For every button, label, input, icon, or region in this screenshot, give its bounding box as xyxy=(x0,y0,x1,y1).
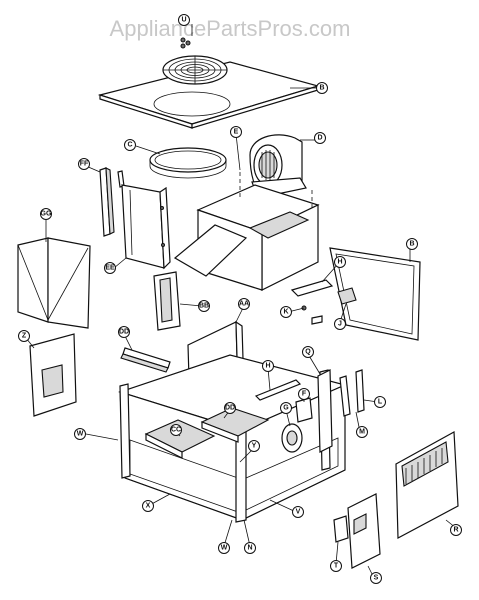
svg-text:B: B xyxy=(409,241,414,248)
svg-text:CC: CC xyxy=(171,427,181,434)
callout-Y: Y xyxy=(248,440,260,452)
support-rail xyxy=(120,347,171,373)
callout-GG: GG xyxy=(40,208,52,220)
callout-DD-left: DD xyxy=(118,326,130,338)
callout-G: G xyxy=(280,402,292,414)
callout-J: J xyxy=(334,318,346,330)
callout-T: T xyxy=(330,560,342,572)
svg-text:BB: BB xyxy=(199,303,209,310)
svg-text:D: D xyxy=(317,135,322,142)
coil-guard xyxy=(17,237,91,329)
svg-text:GG: GG xyxy=(41,211,52,218)
svg-text:H: H xyxy=(265,363,270,370)
callout-K: K xyxy=(280,306,292,318)
callout-R: R xyxy=(450,524,462,536)
svg-text:Z: Z xyxy=(22,333,27,340)
svg-text:FF: FF xyxy=(80,161,89,168)
svg-text:EE: EE xyxy=(105,265,115,272)
callout-B-top: B xyxy=(316,82,328,94)
callout-F: F xyxy=(298,388,310,400)
svg-text:Y: Y xyxy=(252,443,257,450)
grille-fasteners xyxy=(180,37,191,49)
svg-text:W: W xyxy=(77,431,84,438)
mid-bracket xyxy=(254,379,302,401)
svg-text:J: J xyxy=(338,321,342,328)
small-cover xyxy=(333,515,349,543)
callout-Z: Z xyxy=(18,330,30,342)
base-plate-center xyxy=(200,407,270,443)
svg-text:N: N xyxy=(247,545,252,552)
side-post-right xyxy=(317,369,333,453)
svg-text:L: L xyxy=(378,399,383,406)
callout-DD-mid: DD xyxy=(224,402,236,414)
callout-Q: Q xyxy=(302,346,314,358)
callout-H-mid: H xyxy=(262,360,274,372)
callout-E: E xyxy=(230,126,242,138)
svg-text:Q: Q xyxy=(305,349,311,356)
motor-assembly xyxy=(281,397,313,453)
svg-text:T: T xyxy=(334,563,339,570)
svg-text:M: M xyxy=(359,429,365,436)
svg-text:S: S xyxy=(374,575,379,582)
callout-L: L xyxy=(374,396,386,408)
svg-text:E: E xyxy=(234,129,239,136)
svg-text:V: V xyxy=(296,509,301,516)
fan-grille xyxy=(162,55,228,85)
svg-text:W: W xyxy=(221,545,228,552)
callout-S: S xyxy=(370,572,382,584)
svg-text:X: X xyxy=(146,503,151,510)
callout-W-left: W xyxy=(74,428,86,440)
front-louvre-panel xyxy=(395,431,459,539)
side-strips xyxy=(339,369,365,417)
svg-text:G: G xyxy=(283,405,289,412)
callout-FF-top: FF xyxy=(78,158,90,170)
svg-text:DD: DD xyxy=(225,405,235,412)
callout-H-top: H xyxy=(334,256,346,268)
svg-text:K: K xyxy=(283,309,288,316)
blower-deck xyxy=(173,172,320,291)
svg-text:C: C xyxy=(127,142,132,149)
callout-AA: AA xyxy=(238,298,250,310)
upper-brackets xyxy=(290,279,357,325)
svg-text:U: U xyxy=(181,17,186,24)
svg-text:DD: DD xyxy=(119,329,129,336)
watermark-text: AppliancePartsPros.com xyxy=(110,16,351,41)
callout-V: V xyxy=(292,506,304,518)
svg-text:F: F xyxy=(302,391,307,398)
callout-BB: BB xyxy=(198,300,210,312)
svg-text:H: H xyxy=(337,259,342,266)
callout-X: X xyxy=(142,500,154,512)
callout-M: M xyxy=(356,426,368,438)
vertical-brace xyxy=(153,271,181,331)
access-door xyxy=(347,493,381,569)
callout-D: D xyxy=(314,132,326,144)
callout-C: C xyxy=(124,139,136,151)
callout-W-bottom: W xyxy=(218,542,230,554)
callout-U: U xyxy=(178,14,190,26)
orifice-ring xyxy=(149,147,227,179)
top-panel xyxy=(97,61,321,129)
access-panel-left xyxy=(29,333,77,417)
svg-text:R: R xyxy=(453,527,458,534)
corner-post-top xyxy=(99,167,125,237)
svg-text:B: B xyxy=(319,85,324,92)
callout-CC: CC xyxy=(170,424,182,436)
callout-N: N xyxy=(244,542,256,554)
callout-B-right: B xyxy=(406,238,418,250)
side-panel-left xyxy=(121,184,171,270)
svg-text:AA: AA xyxy=(239,301,249,308)
blower-assembly xyxy=(249,134,307,199)
callout-EE: EE xyxy=(104,262,116,274)
